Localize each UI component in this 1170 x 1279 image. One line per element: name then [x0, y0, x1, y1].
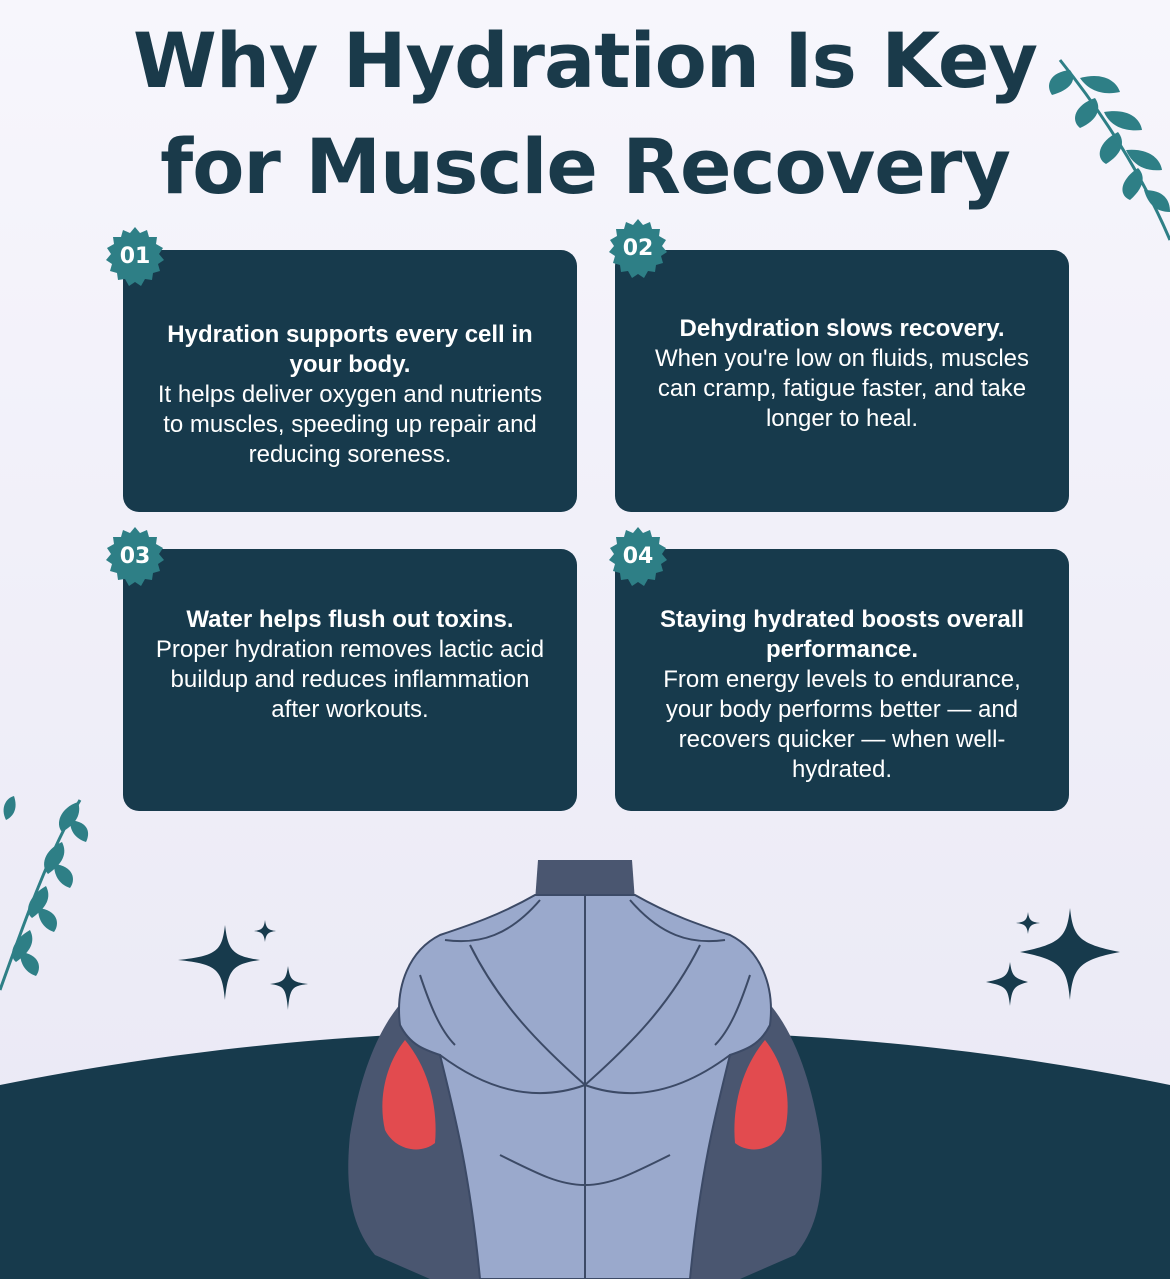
- card-heading: Hydration supports every cell in your bo…: [167, 321, 533, 378]
- card-heading: Water helps flush out toxins.: [186, 606, 514, 633]
- badge-seal-icon: [106, 227, 164, 286]
- title-line-2: for Muscle Recovery: [160, 122, 1011, 211]
- number-badge: 04: [607, 526, 669, 588]
- title-line-1: Why Hydration Is Key: [132, 16, 1038, 105]
- leaf-branch-icon: [1049, 59, 1170, 241]
- badge-number: 03: [119, 544, 151, 569]
- info-card-2: Dehydration slows recovery. When you're …: [615, 250, 1069, 512]
- leaf-branch-icon: [0, 796, 89, 991]
- number-badge: 01: [104, 226, 166, 288]
- muscle-back-illustration: [0, 860, 1170, 1279]
- badge-seal-icon: [609, 219, 667, 278]
- card-heading: Staying hydrated boosts overall performa…: [659, 606, 1025, 663]
- number-badge: 03: [104, 526, 166, 588]
- number-badge: 02: [607, 218, 669, 280]
- badge-seal-icon: [609, 527, 667, 586]
- card-body: When you're low on fluids, muscles can c…: [654, 345, 1030, 432]
- card-heading: Dehydration slows recovery.: [679, 315, 1005, 342]
- badge-number: 01: [119, 244, 151, 269]
- info-card-3: Water helps flush out toxins. Proper hyd…: [123, 549, 577, 811]
- card-body: From energy levels to endurance, your bo…: [663, 666, 1021, 783]
- triceps-left: [382, 1040, 436, 1150]
- badge-number: 04: [622, 544, 654, 569]
- triceps-right: [734, 1040, 788, 1150]
- sparkle-star-icon: [178, 920, 308, 1010]
- card-body: Proper hydration removes lactic acid bui…: [155, 636, 545, 723]
- page-title: Why Hydration Is Key for Muscle Recovery: [0, 8, 1170, 220]
- card-body: It helps deliver oxygen and nutrients to…: [157, 381, 543, 468]
- sparkle-star-icon: [986, 908, 1120, 1006]
- badge-number: 02: [622, 236, 654, 261]
- info-card-4: Staying hydrated boosts overall performa…: [615, 549, 1069, 811]
- info-card-1: Hydration supports every cell in your bo…: [123, 250, 577, 512]
- badge-seal-icon: [106, 527, 164, 586]
